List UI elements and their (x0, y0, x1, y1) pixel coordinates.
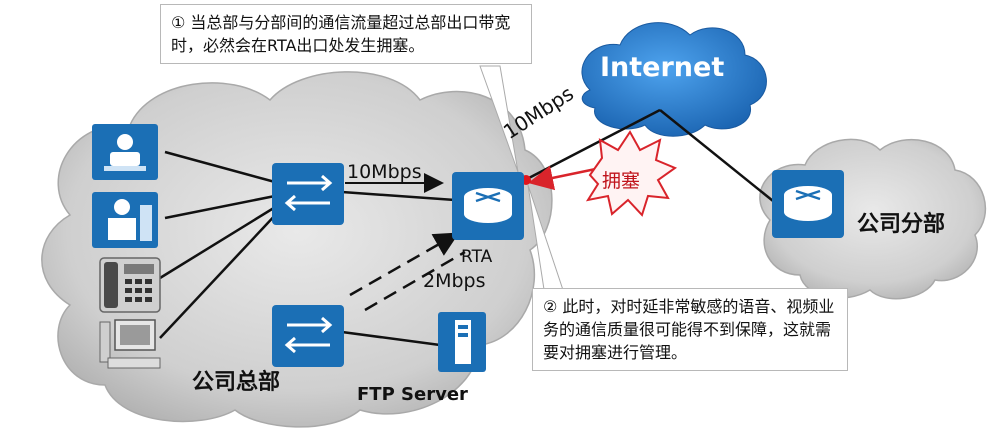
congestion-label: 拥塞 (602, 170, 641, 192)
congestion-burst-icon (585, 130, 678, 217)
user-pc-icon (92, 124, 158, 180)
internet-label: Internet (600, 52, 725, 83)
callout-congestion-effect: ② 此时，对时延非常敏感的语音、视频业务的通信质量很可能得不到保障，这就需要对拥… (532, 288, 848, 371)
ftp-server-label: FTP Server (357, 384, 468, 405)
hq-link-speed-label: 10Mbps (347, 161, 422, 183)
admin-icon (92, 192, 158, 248)
router-icon (452, 172, 524, 240)
switch-icon (272, 305, 344, 367)
internet-cloud (581, 22, 767, 137)
callout-congestion-cause: ① 当总部与分部间的通信流量超过总部出口带宽时，必然会在RTA出口处发生拥塞。 (160, 4, 532, 64)
ftp-traffic-arrows (349, 232, 466, 312)
computer-icon (99, 319, 161, 369)
ftp-speed-label: 2Mbps (423, 270, 486, 292)
links (159, 108, 779, 347)
phone-icon (99, 257, 161, 313)
router-icon (772, 170, 844, 238)
switch-icon (272, 163, 344, 225)
hq-label: 公司总部 (192, 370, 281, 395)
branch-label: 公司分部 (857, 212, 946, 237)
server-icon (438, 312, 486, 372)
rta-label: RTA (461, 247, 493, 267)
